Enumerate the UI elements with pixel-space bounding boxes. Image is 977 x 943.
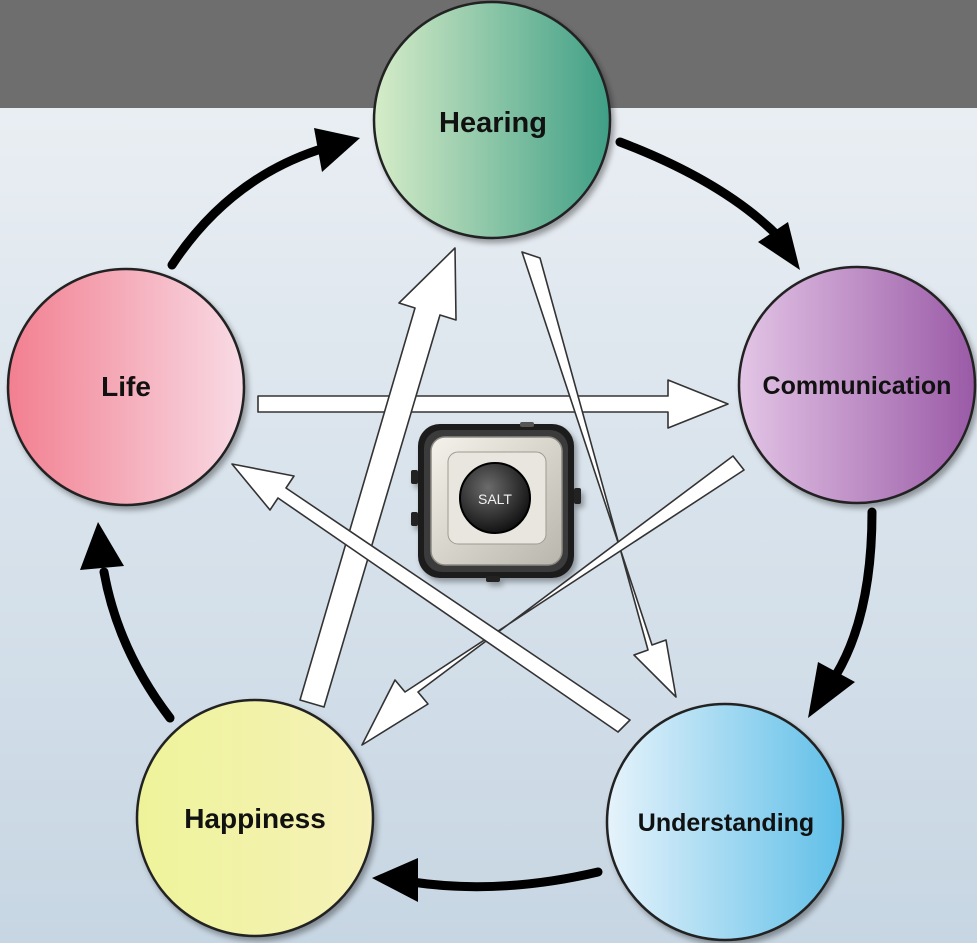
arrow-understanding-to-life (231, 463, 631, 733)
star-arrows (231, 247, 745, 746)
arrow-hearing-to-understanding (521, 251, 677, 698)
outer-cycle-arrows (80, 128, 877, 902)
arrow-life-to-hearing (167, 145, 323, 270)
arrow-head-happiness-to-life (80, 522, 124, 570)
arrow-communication-to-understanding (831, 507, 877, 680)
arrow-head-understanding-to-happiness (372, 858, 418, 902)
node-communication-label: Communication (763, 372, 952, 400)
arrow-happiness-to-life (99, 567, 175, 723)
node-life (6, 267, 246, 507)
arrow-head-communication-to-understanding (808, 662, 855, 718)
node-happiness-label: Happiness (184, 803, 326, 834)
salt-button-label: SALT (478, 491, 512, 507)
salt-button (459, 462, 531, 534)
arrow-head-life-to-hearing (314, 128, 360, 172)
arrow-communication-to-happiness (361, 455, 745, 746)
node-communication (737, 265, 977, 505)
node-hearing (372, 0, 612, 240)
node-life-label: Life (101, 371, 151, 402)
arrow-understanding-to-happiness (407, 867, 603, 892)
arrow-happiness-to-hearing (299, 247, 457, 708)
node-understanding-label: Understanding (638, 809, 814, 837)
arrow-hearing-to-communication (615, 137, 785, 243)
node-hearing-label: Hearing (439, 107, 547, 139)
node-happiness (135, 698, 375, 938)
node-understanding (605, 702, 845, 942)
arrow-head-hearing-to-communication (758, 222, 800, 270)
arrow-life-to-communication (257, 379, 729, 429)
